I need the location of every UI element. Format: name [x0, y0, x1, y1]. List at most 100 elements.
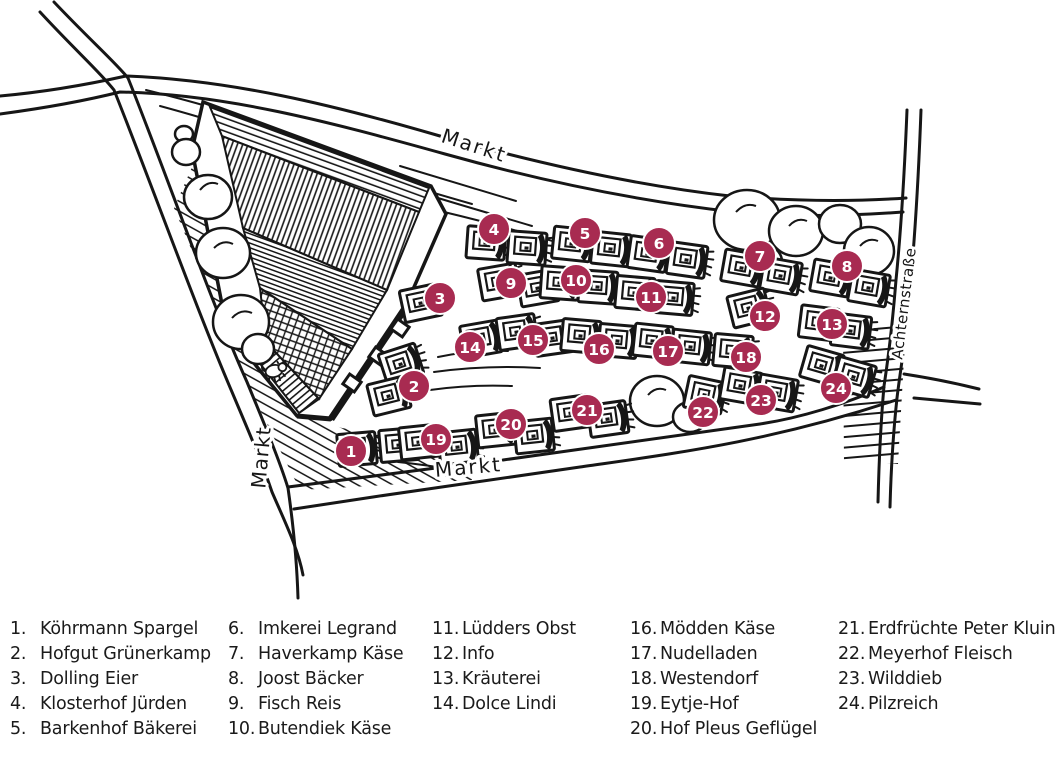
legend-item: 11.Lüdders Obst [432, 617, 576, 642]
stall-number-marker-23: 23 [744, 383, 778, 417]
legend-item-name: Kräuterei [462, 669, 541, 689]
legend-item: 5. Barkenhof Bäkerei [10, 717, 211, 742]
marker-number: 5 [580, 225, 591, 243]
marker-circle [815, 307, 849, 341]
stall-number-marker-14: 14 [453, 330, 487, 364]
legend-item-number: 3. [10, 669, 27, 689]
road-east-stub [902, 372, 982, 406]
marker-number: 7 [755, 248, 766, 266]
marker-circle [830, 249, 864, 283]
legend-item: 4. Klosterhof Jürden [10, 692, 211, 717]
legend-item: 6. Imkerei Legrand [228, 617, 403, 642]
marker-circle [397, 369, 431, 403]
stall-number-marker-20: 20 [494, 407, 528, 441]
stall-number-marker-7: 7 [743, 239, 777, 273]
hand-drawn-market-map: Markt Markt Markt Achternstraße 12345678… [0, 0, 982, 600]
marker-circle [582, 332, 616, 366]
legend-item-number: 8. [228, 669, 245, 689]
stall-number-marker-13: 13 [815, 307, 849, 341]
legend-item-name: Barkenhof Bäkerei [40, 719, 197, 739]
legend-item: 16.Mödden Käse [630, 617, 817, 642]
marker-number: 4 [489, 221, 500, 239]
marker-circle [819, 371, 853, 405]
stall-number-marker-9: 9 [494, 266, 528, 300]
legend-item-name: Lüdders Obst [462, 619, 576, 639]
marker-circle [477, 212, 511, 246]
marker-circle [494, 266, 528, 300]
legend-item-name: Westendorf [660, 669, 759, 689]
marker-circle [686, 395, 720, 429]
legend-item-number: 4. [10, 694, 27, 714]
legend-item-number: 14. [432, 694, 460, 714]
legend-item-number: 10. [228, 719, 256, 739]
legend-item-name: Haverkamp Käse [258, 644, 404, 664]
street-label-markt-bottom: Markt [434, 452, 503, 482]
road-bottom-edge2 [292, 398, 898, 511]
legend-item-name: Wilddieb [868, 669, 942, 689]
pavement-hatching [843, 324, 906, 464]
legend-item: 7.Haverkamp Käse [228, 642, 404, 667]
stall-number-marker-6: 6 [642, 226, 676, 260]
legend-item: 22.Meyerhof Fleisch [838, 642, 1055, 667]
legend-item: 18.Westendorf [630, 667, 817, 692]
legend-item-number: 12. [432, 644, 460, 664]
marker-circle [748, 299, 782, 333]
legend-item: 14.Dolce Lindi [432, 692, 576, 717]
legend-item-number: 20. [630, 719, 658, 739]
marker-number: 3 [435, 290, 446, 308]
stall-number-marker-18: 18 [729, 340, 763, 374]
legend-item: 17.Nudelladen [630, 642, 817, 667]
legend-item: 20.Hof Pleus Geflügel [630, 717, 817, 742]
tree-icon [170, 124, 276, 366]
legend-item-number: 5. [10, 719, 27, 739]
stall-number-marker-11: 11 [634, 280, 668, 314]
marker-circle [743, 239, 777, 273]
pig-sculpture-icon [260, 359, 288, 383]
marker-circle [634, 280, 668, 314]
marker-circle [494, 407, 528, 441]
legend-item-name: Köhrmann Spargel [40, 619, 199, 639]
stall-number-marker-15: 15 [516, 323, 550, 357]
road-west-edge2 [38, 10, 305, 577]
marker-number: 22 [692, 404, 714, 422]
legend-item-number: 6. [228, 619, 245, 639]
legend-item: 1.Köhrmann Spargel [10, 617, 211, 642]
marker-number: 23 [750, 392, 772, 410]
legend-item-number: 9. [228, 694, 245, 714]
legend-item-name: Imkerei Legrand [258, 619, 397, 639]
legend-item: 10.Butendiek Käse [228, 717, 403, 742]
stall-number-marker-4: 4 [477, 212, 511, 246]
marker-number: 19 [425, 431, 447, 449]
marker-number: 20 [500, 416, 522, 434]
marker-circle [570, 393, 604, 427]
marker-number: 17 [657, 343, 679, 361]
legend-item-name: Eytje-Hof [660, 694, 739, 714]
stall-number-marker-16: 16 [582, 332, 616, 366]
market-stall-tent [505, 229, 556, 268]
legend-item-number: 19. [630, 694, 658, 714]
legend-item-number: 24. [838, 694, 866, 714]
church-building [190, 99, 448, 422]
legend-item-name: Dolling Eier [40, 669, 139, 689]
marker-number: 24 [825, 380, 847, 398]
marker-number: 9 [506, 275, 517, 293]
legend-item: 13.Kräuterei [432, 667, 576, 692]
stall-number-marker-12: 12 [748, 299, 782, 333]
legend-item: 3. Dolling Eier [10, 667, 211, 692]
stall-number-marker-2: 2 [397, 369, 431, 403]
legend-item-name: Pilzreich [868, 694, 939, 714]
marker-number: 2 [409, 378, 420, 396]
legend-item-name: Dolce Lindi [462, 694, 557, 714]
legend-item-name: Klosterhof Jürden [40, 694, 187, 714]
marker-circle [642, 226, 676, 260]
legend-item-name: Joost Bäcker [258, 669, 364, 689]
stall-number-marker-10: 10 [559, 263, 593, 297]
street-label-markt-left: Markt [246, 425, 275, 489]
marker-circle [568, 216, 602, 250]
